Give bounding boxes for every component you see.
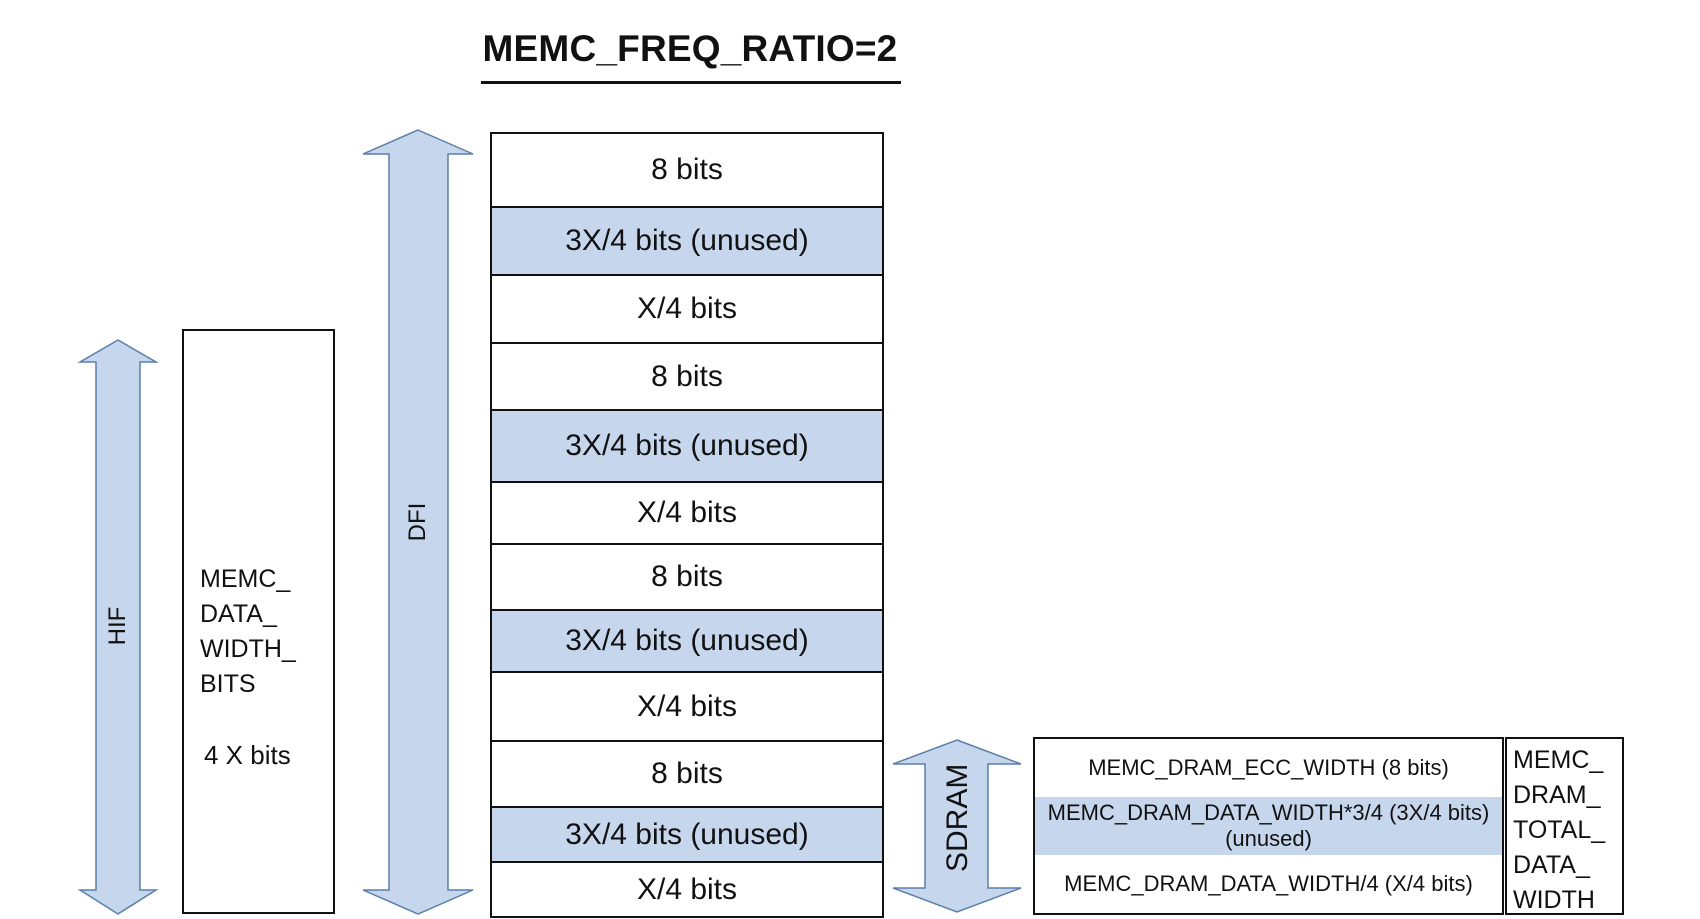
dfi-cell: X/4 bits [492,671,882,740]
hif-box-line: DATA_ [200,600,277,628]
dfi-arrow-label: DFI [404,502,431,542]
sdram-row-data: MEMC_DRAM_DATA_WIDTH/4 (X/4 bits) [1035,855,1502,913]
title-underline [481,81,901,84]
hif-box-line: BITS [200,670,256,698]
hif-box-size: 4 X bits [204,740,291,770]
dfi-cell: X/4 bits [492,861,882,916]
dfi-cell: 3X/4 bits (unused) [492,609,882,671]
hif-double-arrow [77,339,159,915]
dfi-stack: 8 bits 3X/4 bits (unused) X/4 bits 8 bit… [490,132,884,918]
dfi-cell: 3X/4 bits (unused) [492,409,882,481]
total-width-label: MEMC_ DRAM_ TOTAL_ DATA_ WIDTH [1513,743,1605,918]
sdram-arrow-label: SDRAM [941,763,974,872]
sdram-row-text: MEMC_DRAM_ECC_WIDTH (8 bits) [1088,755,1449,780]
total-width-line: WIDTH [1513,886,1595,914]
total-width-line: MEMC_ [1513,746,1604,774]
dfi-cell: X/4 bits [492,274,882,342]
sdram-row-unused: MEMC_DRAM_DATA_WIDTH*3/4 (3X/4 bits) (un… [1035,797,1502,855]
dfi-cell: X/4 bits [492,481,882,543]
dfi-cell: 3X/4 bits (unused) [492,206,882,274]
hif-box-line: WIDTH_ [200,635,296,663]
dfi-cell: 8 bits [492,543,882,609]
sdram-double-arrow [892,739,1022,913]
dfi-cell: 8 bits [492,342,882,409]
sdram-row-text: MEMC_DRAM_DATA_WIDTH*3/4 (3X/4 bits) [1047,800,1490,825]
diagram-title: MEMC_FREQ_RATIO=2 [482,28,898,69]
hif-arrow-label: HIF [104,606,131,646]
hif-box-label: MEMC_ DATA_ WIDTH_ BITS [200,562,296,702]
dfi-double-arrow [362,129,474,915]
total-width-line: TOTAL_ [1513,816,1606,844]
hif-box-line: MEMC_ [200,565,291,593]
dfi-cell: 3X/4 bits (unused) [492,806,882,861]
sdram-row-ecc: MEMC_DRAM_ECC_WIDTH (8 bits) [1035,739,1502,797]
dfi-cell: 8 bits [651,153,723,186]
sdram-stack: MEMC_DRAM_ECC_WIDTH (8 bits) MEMC_DRAM_D… [1033,737,1504,915]
total-width-line: DATA_ [1513,851,1590,879]
sdram-row-text: (unused) [1225,826,1312,851]
total-width-line: DRAM_ [1513,781,1601,809]
hif-data-box [182,329,335,914]
total-width-box [1505,737,1624,915]
dfi-cell: 8 bits [492,740,882,806]
sdram-row-text: MEMC_DRAM_DATA_WIDTH/4 (X/4 bits) [1064,871,1473,896]
